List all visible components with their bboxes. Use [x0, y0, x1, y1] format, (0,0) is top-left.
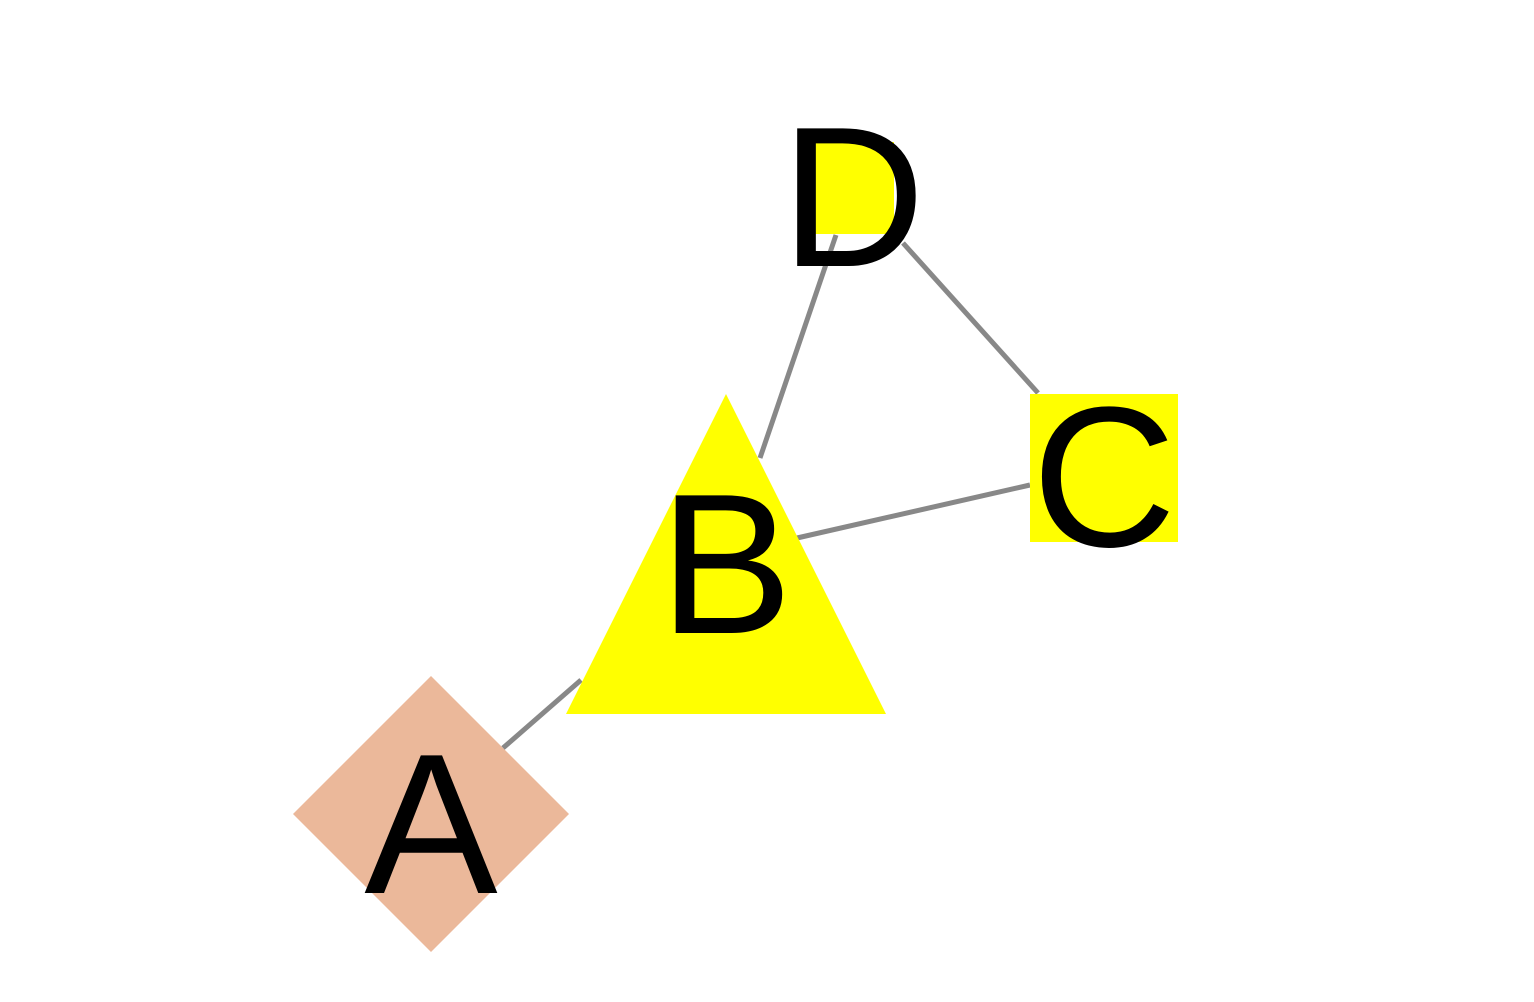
nodes-group: [293, 142, 1178, 952]
node-d-square: [812, 142, 894, 234]
node-b-label: B: [659, 453, 792, 676]
node-a-label: A: [364, 713, 498, 936]
edge-a-b: [501, 678, 583, 750]
edges-group: [501, 234, 1040, 750]
edge-b-d: [757, 234, 839, 459]
node-c-label: C: [1032, 366, 1176, 589]
node-c-square: [1030, 394, 1178, 542]
node-a-diamond: [293, 676, 569, 952]
node-b-triangle: [566, 394, 886, 714]
edge-b-c: [796, 482, 1031, 541]
node-d-label: D: [781, 86, 925, 309]
labels-group: A B C D: [364, 86, 1176, 936]
edge-c-d: [901, 241, 1040, 395]
